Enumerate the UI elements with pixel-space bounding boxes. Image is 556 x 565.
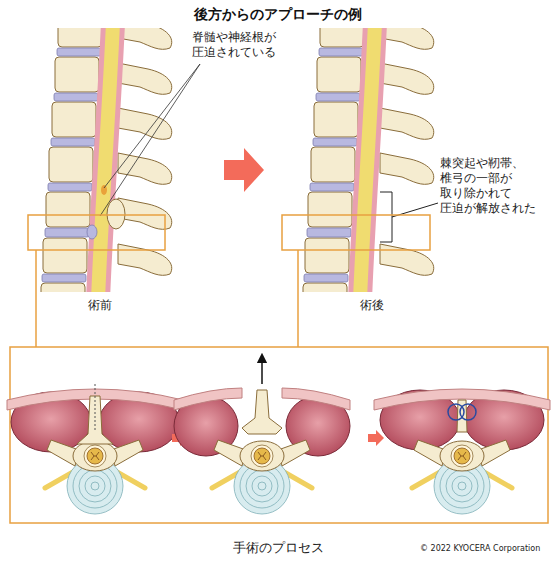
leader-line	[100, 64, 200, 216]
step-removal	[212, 440, 312, 514]
incision-line	[95, 384, 96, 430]
removed-lamina	[242, 390, 282, 434]
preop-spine	[41, 28, 172, 292]
step-before	[45, 440, 145, 514]
process-arrow	[224, 148, 264, 192]
leader-line	[104, 64, 200, 188]
postop-spine	[303, 28, 434, 292]
copyright-note: © 2022 KYOCERA Corporation	[420, 544, 556, 554]
panel-label: 術前	[60, 298, 140, 313]
callout-text: 棘突起や靭帯、 椎弓の一部が 取り除かれて 圧迫が解放された	[440, 156, 556, 216]
bracket	[380, 192, 392, 242]
highlight-frame	[282, 215, 430, 250]
step-removal	[174, 358, 350, 514]
callout-text: 脊髄や神経根が 圧迫されている	[192, 30, 296, 60]
caption-label: 手術のプロセス	[178, 540, 378, 556]
skin	[174, 388, 242, 410]
step-after	[374, 389, 550, 514]
step-before	[7, 384, 183, 514]
thickened-ligament	[107, 199, 125, 229]
highlight-frame	[28, 215, 165, 250]
guide-line	[35, 250, 37, 347]
preop-spine	[41, 28, 172, 292]
title: 後方からのアプローチの例	[78, 6, 478, 24]
spinous-process	[118, 198, 172, 229]
process-frame	[10, 347, 548, 523]
step-after	[412, 440, 512, 514]
lift-arrow	[261, 358, 263, 384]
guide-line	[36, 250, 298, 347]
step-arrow	[368, 430, 384, 446]
postop-spine	[303, 28, 434, 292]
skin	[282, 388, 350, 410]
compression-spot	[101, 185, 107, 195]
disc-bulge	[87, 225, 97, 239]
panel-label: 術後	[332, 298, 412, 313]
decompression-mark	[460, 404, 476, 420]
leader-line	[100, 64, 200, 216]
guide-line	[297, 250, 299, 347]
